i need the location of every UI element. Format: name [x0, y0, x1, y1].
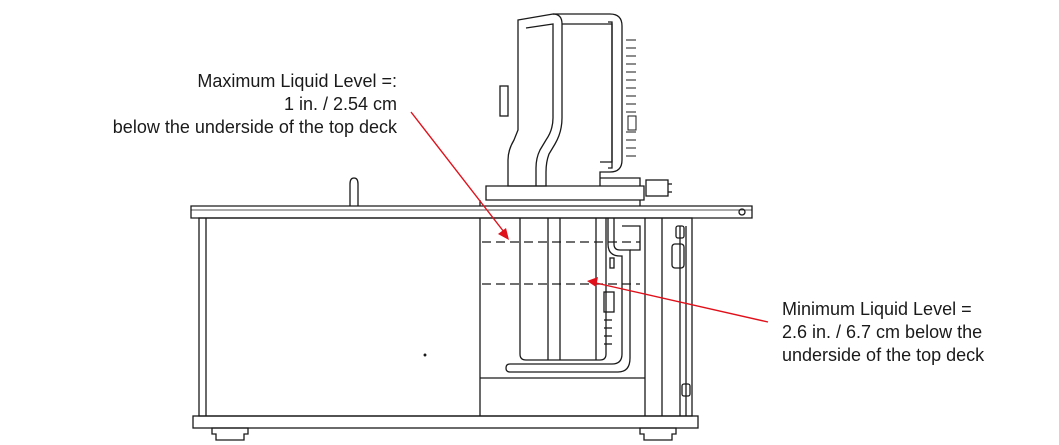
tank-body	[198, 217, 693, 417]
minimum-level-callout: Minimum Liquid Level = 2.6 in. / 6.7 cm …	[782, 298, 984, 367]
maximum-level-callout: Maximum Liquid Level =: 1 in. / 2.54 cm …	[113, 70, 397, 139]
side-vents	[626, 39, 637, 157]
immersion-probe	[505, 218, 641, 373]
base-feet	[192, 415, 699, 441]
minimum-level-value: 2.6 in. / 6.7 cm below the	[782, 322, 983, 342]
minimum-level-arrow	[587, 277, 769, 323]
top-deck	[190, 177, 753, 219]
maximum-level-value: 1 in. / 2.54 cm	[283, 94, 397, 114]
maximum-level-title: Maximum Liquid Level =:	[197, 71, 397, 91]
minimum-level-reference: underside of the top deck	[782, 345, 985, 365]
maximum-level-reference: below the underside of the top deck	[112, 117, 397, 137]
maximum-level-arrow	[410, 111, 509, 240]
circulator-head	[485, 13, 672, 201]
minimum-level-title: Minimum Liquid Level =	[782, 299, 972, 319]
leader-arrows	[410, 111, 769, 323]
level-lines	[482, 241, 640, 285]
